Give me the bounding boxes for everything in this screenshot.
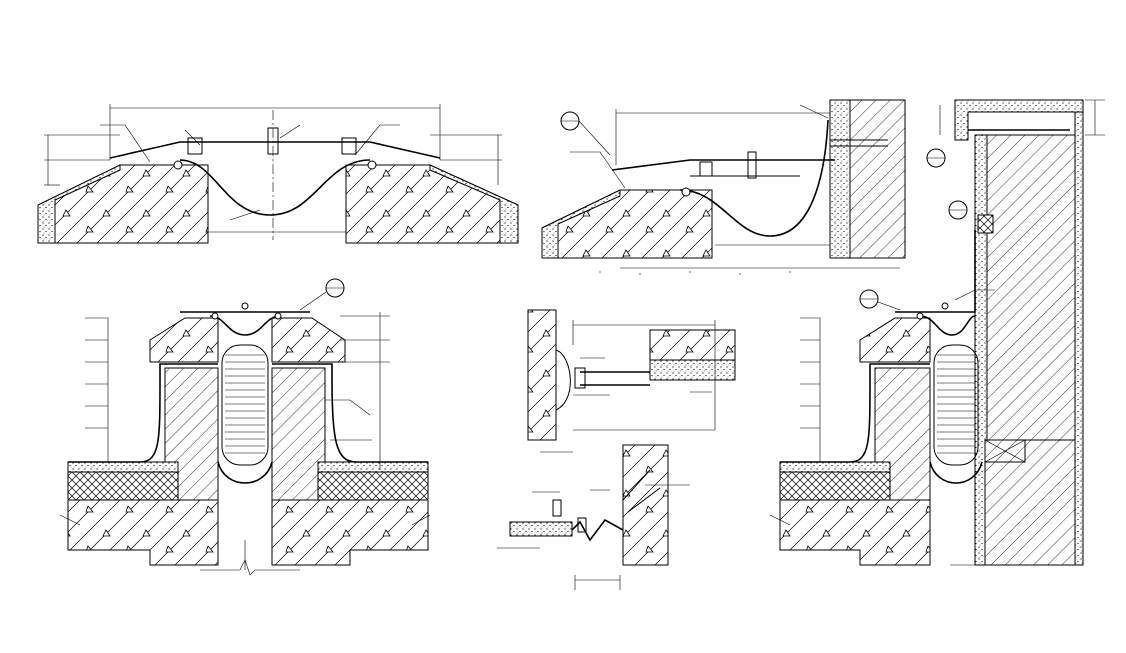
wall-left xyxy=(527,309,557,441)
flex-plate xyxy=(571,518,624,542)
compressible-filler xyxy=(221,344,269,466)
left-screed xyxy=(37,164,121,244)
insulation-right xyxy=(317,471,429,501)
detail-curb-to-wall-joint xyxy=(769,99,1105,566)
roof-screed xyxy=(541,189,621,259)
wall-fitting xyxy=(555,349,571,411)
cover-bracket-left xyxy=(187,137,203,155)
compressible-filler xyxy=(933,344,979,466)
lower-wall xyxy=(984,439,1076,566)
top-cover xyxy=(895,230,976,313)
detail-raised-curb-joint xyxy=(59,278,431,576)
cover-bracket-right xyxy=(341,137,357,155)
sealant-block xyxy=(977,214,994,234)
detail-floor-edge-joint xyxy=(497,444,690,590)
anchor-bolt-right xyxy=(367,160,377,170)
clip xyxy=(747,151,757,179)
wall-block xyxy=(622,444,669,566)
membrane-left xyxy=(68,363,218,463)
membrane xyxy=(679,119,829,237)
cap xyxy=(859,317,931,363)
base-slab-right xyxy=(271,499,429,566)
cover-plate xyxy=(611,159,835,171)
detail-roof-to-wall-joint xyxy=(541,99,906,269)
left-slab xyxy=(37,164,209,244)
cover-plate xyxy=(109,141,441,159)
base-slab-left xyxy=(67,499,219,566)
insulation-left xyxy=(67,471,179,501)
right-slab xyxy=(345,164,519,244)
detail-wall-corner-plan xyxy=(527,309,736,453)
anchor-bolt-left xyxy=(173,160,183,170)
membrane-u xyxy=(217,461,273,484)
anchor xyxy=(681,187,691,197)
roof-slab xyxy=(541,189,713,259)
right-screed xyxy=(429,164,519,244)
cap-right xyxy=(271,317,346,363)
cap-left xyxy=(149,317,219,363)
wall-facing xyxy=(1074,99,1084,566)
membrane xyxy=(780,363,930,463)
wall-finish xyxy=(829,99,851,259)
base-slab xyxy=(779,499,931,566)
guide-dots xyxy=(599,271,791,275)
curb-right xyxy=(271,367,326,501)
floor-slab xyxy=(509,521,573,537)
parapet-cap xyxy=(954,99,1084,141)
insulation xyxy=(779,471,891,501)
flexible-membrane xyxy=(179,159,371,216)
bracket xyxy=(699,161,713,177)
detail-roof-expansion-joint xyxy=(37,104,519,244)
